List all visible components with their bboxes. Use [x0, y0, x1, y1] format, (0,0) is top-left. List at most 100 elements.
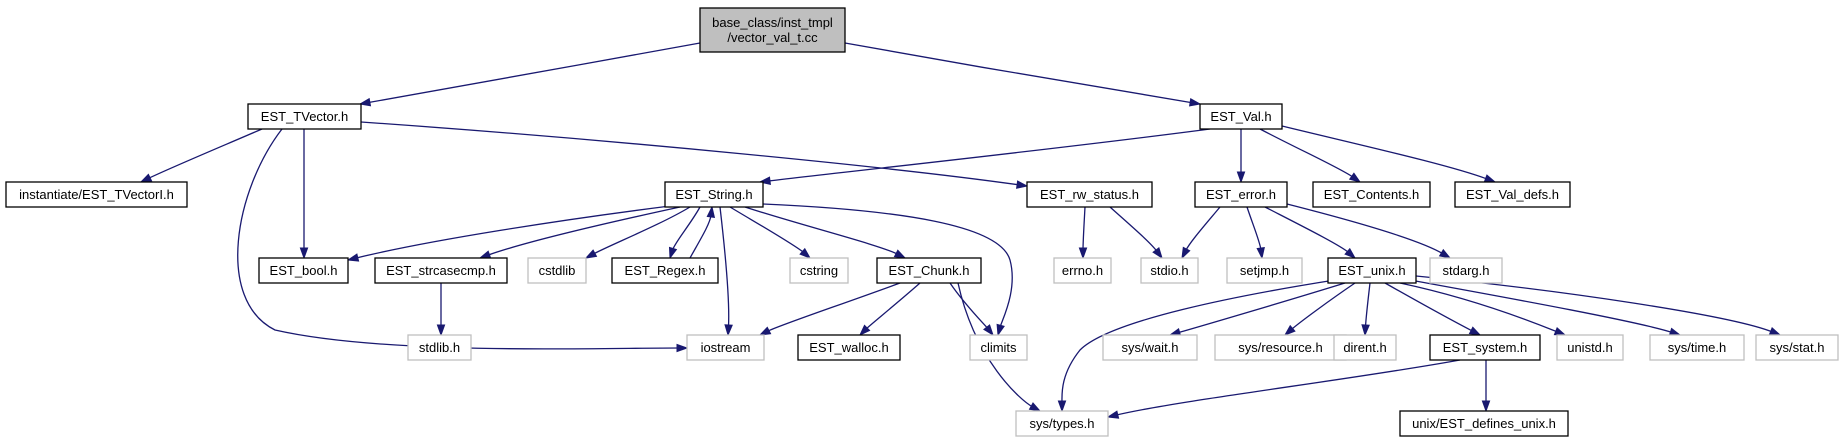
edge-arrowhead	[1768, 327, 1782, 336]
edge-arrowhead	[1553, 327, 1567, 336]
edge-arrowhead	[478, 250, 492, 259]
node-label: dirent.h	[1343, 340, 1386, 355]
node-est_walloc[interactable]: EST_walloc.h	[797, 334, 901, 361]
node-box	[1755, 334, 1839, 361]
node-box	[664, 181, 764, 208]
edge-arrowhead	[436, 324, 446, 337]
node-label: sys/time.h	[1668, 340, 1727, 355]
edge-arrowhead	[346, 253, 360, 262]
node-label: sys/resource.h	[1238, 340, 1323, 355]
edge-arrowhead	[1181, 246, 1191, 260]
node-est_chunk[interactable]: EST_Chunk.h	[876, 257, 982, 284]
node-box	[258, 257, 349, 284]
edge-line	[729, 206, 805, 254]
node-cstdlib[interactable]: cstdlib	[527, 257, 587, 284]
node-est_val_defs[interactable]: EST_Val_defs.h	[1454, 181, 1571, 208]
node-box	[527, 257, 587, 284]
edge-est_val-to-est_error	[1236, 128, 1246, 184]
edge-est_string-to-est_strcasecmp	[478, 206, 681, 259]
node-est_contents[interactable]: EST_Contents.h	[1312, 181, 1431, 208]
edge-est_unix-to-dirent	[1361, 282, 1371, 337]
node-sys_stat[interactable]: sys/stat.h	[1755, 334, 1839, 361]
edge-est_error-to-stdio	[1181, 206, 1221, 260]
edge-est_string-to-est_chunk	[744, 206, 907, 259]
node-errno[interactable]: errno.h	[1053, 257, 1112, 284]
node-sys_resource[interactable]: sys/resource.h	[1214, 334, 1347, 361]
node-box	[1226, 257, 1303, 284]
node-box	[247, 103, 362, 130]
node-est_rw_status[interactable]: EST_rw_status.h	[1026, 181, 1153, 208]
node-est_regex[interactable]: EST_Regex.h	[611, 257, 719, 284]
edge-est_unix-to-sys_resource	[1283, 282, 1356, 336]
edge-est_string-to-climits	[762, 203, 1013, 337]
node-label: unistd.h	[1567, 340, 1613, 355]
node-est_val[interactable]: EST_Val.h	[1199, 103, 1283, 130]
edge-arrowhead	[758, 326, 772, 336]
node-vector_val_t[interactable]: base_class/inst_tmpl/vector_val_t.cc	[699, 7, 846, 53]
edge-arrowhead	[1344, 247, 1357, 259]
node-unistd[interactable]: unistd.h	[1556, 334, 1624, 361]
edge-line	[1364, 282, 1371, 328]
node-dirent[interactable]: dirent.h	[1333, 334, 1397, 361]
node-est_unix[interactable]: EST_unix.h	[1327, 257, 1417, 284]
edge-line	[147, 128, 263, 180]
node-sys_types[interactable]: sys/types.h	[1015, 410, 1109, 437]
edge-est_tvector-to-iostream	[237, 128, 689, 353]
node-cstring[interactable]: cstring	[789, 257, 849, 284]
node-box	[5, 181, 188, 208]
node-box	[1194, 181, 1288, 208]
edge-arrowhead	[1256, 247, 1265, 260]
edge-arrowhead	[1016, 180, 1029, 189]
nodes-layer: base_class/inst_tmpl/vector_val_t.ccEST_…	[5, 7, 1839, 437]
edge-line	[949, 282, 989, 330]
node-est_defines_unix[interactable]: unix/EST_defines_unix.h	[1399, 410, 1569, 437]
edge-est_chunk-to-climits	[949, 282, 994, 337]
edge-est_rw_status-to-errno	[1078, 206, 1088, 260]
node-stdarg[interactable]: stdarg.h	[1429, 257, 1503, 284]
node-label: climits	[980, 340, 1017, 355]
node-label: EST_Chunk.h	[889, 263, 970, 278]
edge-line	[1264, 206, 1350, 254]
edge-line	[592, 206, 691, 255]
edge-arrowhead	[299, 247, 309, 260]
node-label: EST_Val_defs.h	[1466, 187, 1559, 202]
edge-est_unix-to-sys_wait	[1168, 282, 1346, 337]
edge-arrowhead	[1483, 174, 1497, 183]
node-label: sys/wait.h	[1121, 340, 1178, 355]
edge-arrowhead	[668, 246, 678, 260]
node-box	[1429, 257, 1503, 284]
node-est_error[interactable]: EST_error.h	[1194, 181, 1288, 208]
node-est_bool[interactable]: EST_bool.h	[258, 257, 349, 284]
edge-arrowhead	[1361, 324, 1370, 337]
node-stdio[interactable]: stdio.h	[1140, 257, 1199, 284]
edge-vector_val_t-to-est_val	[844, 42, 1202, 107]
node-label: /vector_val_t.cc	[727, 30, 818, 45]
node-climits[interactable]: climits	[969, 334, 1028, 361]
edge-line	[360, 121, 1020, 186]
node-sys_wait[interactable]: sys/wait.h	[1102, 334, 1198, 361]
edge-arrowhead	[799, 247, 812, 259]
edge-line	[367, 42, 701, 104]
edge-est_tvector-to-est_bool	[299, 128, 309, 260]
edge-line	[767, 128, 1211, 182]
node-est_strcasecmp[interactable]: EST_strcasecmp.h	[374, 257, 508, 284]
node-stdlib[interactable]: stdlib.h	[407, 334, 472, 361]
edge-est_system-to-sys_types	[1106, 359, 1461, 419]
node-sys_time[interactable]: sys/time.h	[1649, 334, 1745, 361]
edge-line	[1246, 206, 1262, 251]
edge-line	[1281, 125, 1488, 180]
edge-est_rw_status-to-stdio	[1109, 206, 1163, 260]
node-est_system[interactable]: EST_system.h	[1429, 334, 1541, 361]
node-setjmp[interactable]: setjmp.h	[1226, 257, 1303, 284]
edge-arrowhead	[1106, 410, 1120, 419]
node-inst_tvectori[interactable]: instantiate/EST_TVectorI.h	[5, 181, 188, 208]
node-est_string[interactable]: EST_String.h	[664, 181, 764, 208]
edge-est_chunk-to-est_walloc	[858, 282, 921, 337]
node-iostream[interactable]: iostream	[686, 334, 765, 361]
node-est_tvector[interactable]: EST_TVector.h	[247, 103, 362, 130]
node-box	[797, 334, 901, 361]
edge-arrowhead	[358, 97, 372, 107]
edge-line	[1409, 279, 1673, 334]
edge-est_unix-to-sys_stat	[1415, 275, 1782, 336]
edge-arrowhead	[1348, 172, 1362, 183]
